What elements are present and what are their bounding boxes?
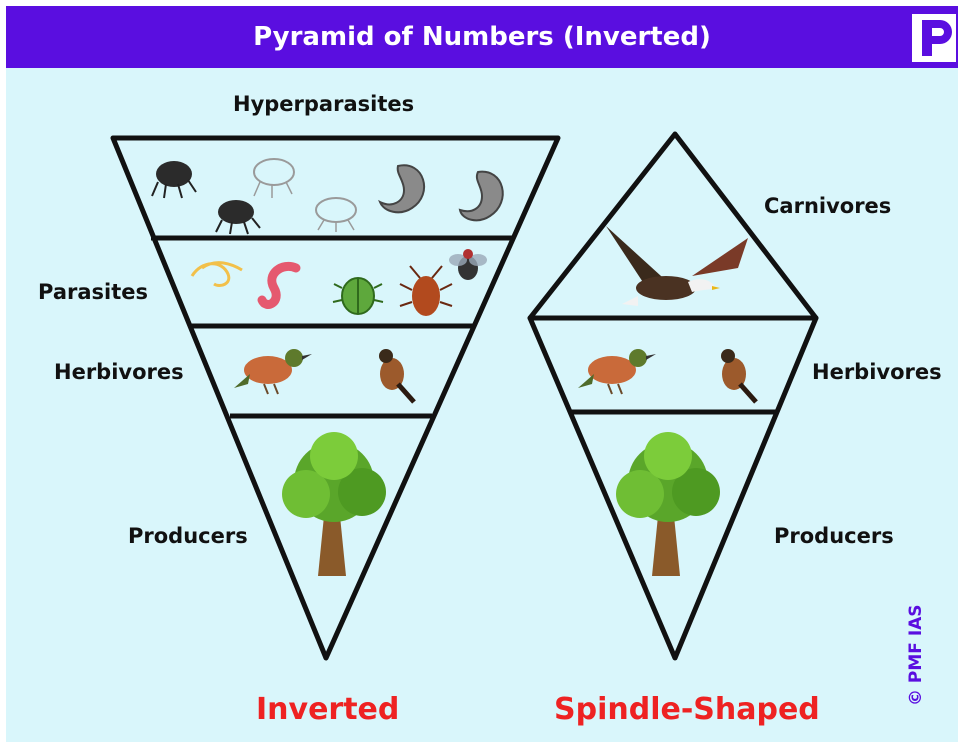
level-label-carnivores: Carnivores xyxy=(764,194,891,218)
level-label-producers-spindle: Producers xyxy=(774,524,894,548)
level-label-parasites: Parasites xyxy=(38,280,148,304)
bird-icon xyxy=(234,349,414,402)
inverted-pyramid xyxy=(113,138,558,658)
hyperparasite-icons xyxy=(152,159,503,234)
herbivore-icons-spindle xyxy=(578,349,756,402)
level-label-producers-inverted: Producers xyxy=(128,524,248,548)
grub-icon xyxy=(380,165,503,220)
eagle-icon xyxy=(606,226,748,306)
copyright-text: © PMF IAS xyxy=(906,604,926,706)
herbivore-icons-inverted xyxy=(234,349,414,402)
bird-icon xyxy=(578,349,756,402)
caption-inverted: Inverted xyxy=(256,692,399,727)
level-label-herbivores-spindle: Herbivores xyxy=(812,360,942,384)
cockroach-icon xyxy=(400,266,452,316)
fly-icon xyxy=(449,249,487,280)
worm-icon xyxy=(262,266,296,304)
caption-spindle-shaped: Spindle-Shaped xyxy=(554,692,820,727)
level-label-hyperparasites: Hyperparasites xyxy=(233,92,414,116)
flea-icon xyxy=(152,159,356,234)
worm-icon xyxy=(192,263,242,286)
parasite-icons xyxy=(192,249,487,316)
level-label-herbivores-inverted: Herbivores xyxy=(54,360,184,384)
beetle-icon xyxy=(333,278,383,314)
diagram-canvas: Pyramid of Numbers (Inverted) xyxy=(6,6,958,742)
